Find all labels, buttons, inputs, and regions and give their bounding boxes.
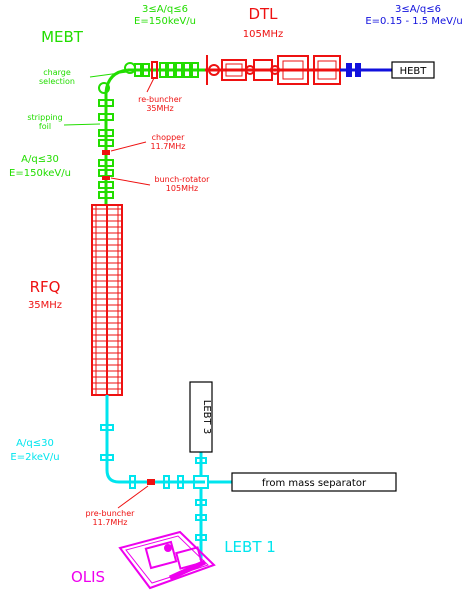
rfq-frequency: 35MHz: [28, 300, 62, 311]
leader-lines: [63, 71, 155, 509]
mebt-beamline: [98, 62, 205, 205]
lebt-aq-label: A/q≤30: [16, 438, 54, 449]
lebt1-title: LEBT 1: [224, 538, 276, 556]
rfq-title: RFQ: [30, 278, 61, 296]
from-mass-separator-label: from mass separator: [262, 478, 367, 489]
mass-separator-box: from mass separator: [231, 472, 397, 492]
rfq-structure: [91, 204, 123, 396]
rebuncher-cavity: [151, 61, 158, 79]
prebuncher-element: [147, 479, 155, 485]
mebt-vertical-elements: [98, 99, 114, 199]
mebt-aq-label: 3≤A/q≤6: [142, 4, 188, 15]
hebt-beamline: [340, 63, 392, 77]
lebt3-label: LEBT 3: [201, 400, 212, 434]
rfq-energy-label: E=150keV/u: [9, 168, 71, 179]
olis-title: OLIS: [71, 568, 105, 586]
bunch-rotator-element: [102, 176, 110, 180]
dtl-aq-label: 3≤A/q≤6: [395, 4, 441, 15]
lebt3-box: LEBT 3: [189, 381, 213, 453]
mebt-title: MEBT: [41, 28, 84, 46]
dtl-title: DTL: [248, 5, 278, 23]
lebt-beamline: [100, 395, 232, 560]
lebt-energy-label: E=2keV/u: [10, 452, 59, 463]
dtl-energy-label: E=0.15 - 1.5 MeV/u: [365, 16, 462, 27]
mebt-energy-label: E=150keV/u: [134, 16, 196, 27]
rfq-aq-label: A/q≤30: [21, 154, 59, 165]
olis-source: [118, 530, 216, 590]
mebt-quadrupoles: [134, 62, 199, 78]
dtl-frequency: 105MHz: [243, 29, 283, 40]
chopper-element: [102, 150, 110, 155]
hebt-label: HEBT: [400, 66, 428, 77]
hebt-box: HEBT: [391, 61, 435, 79]
